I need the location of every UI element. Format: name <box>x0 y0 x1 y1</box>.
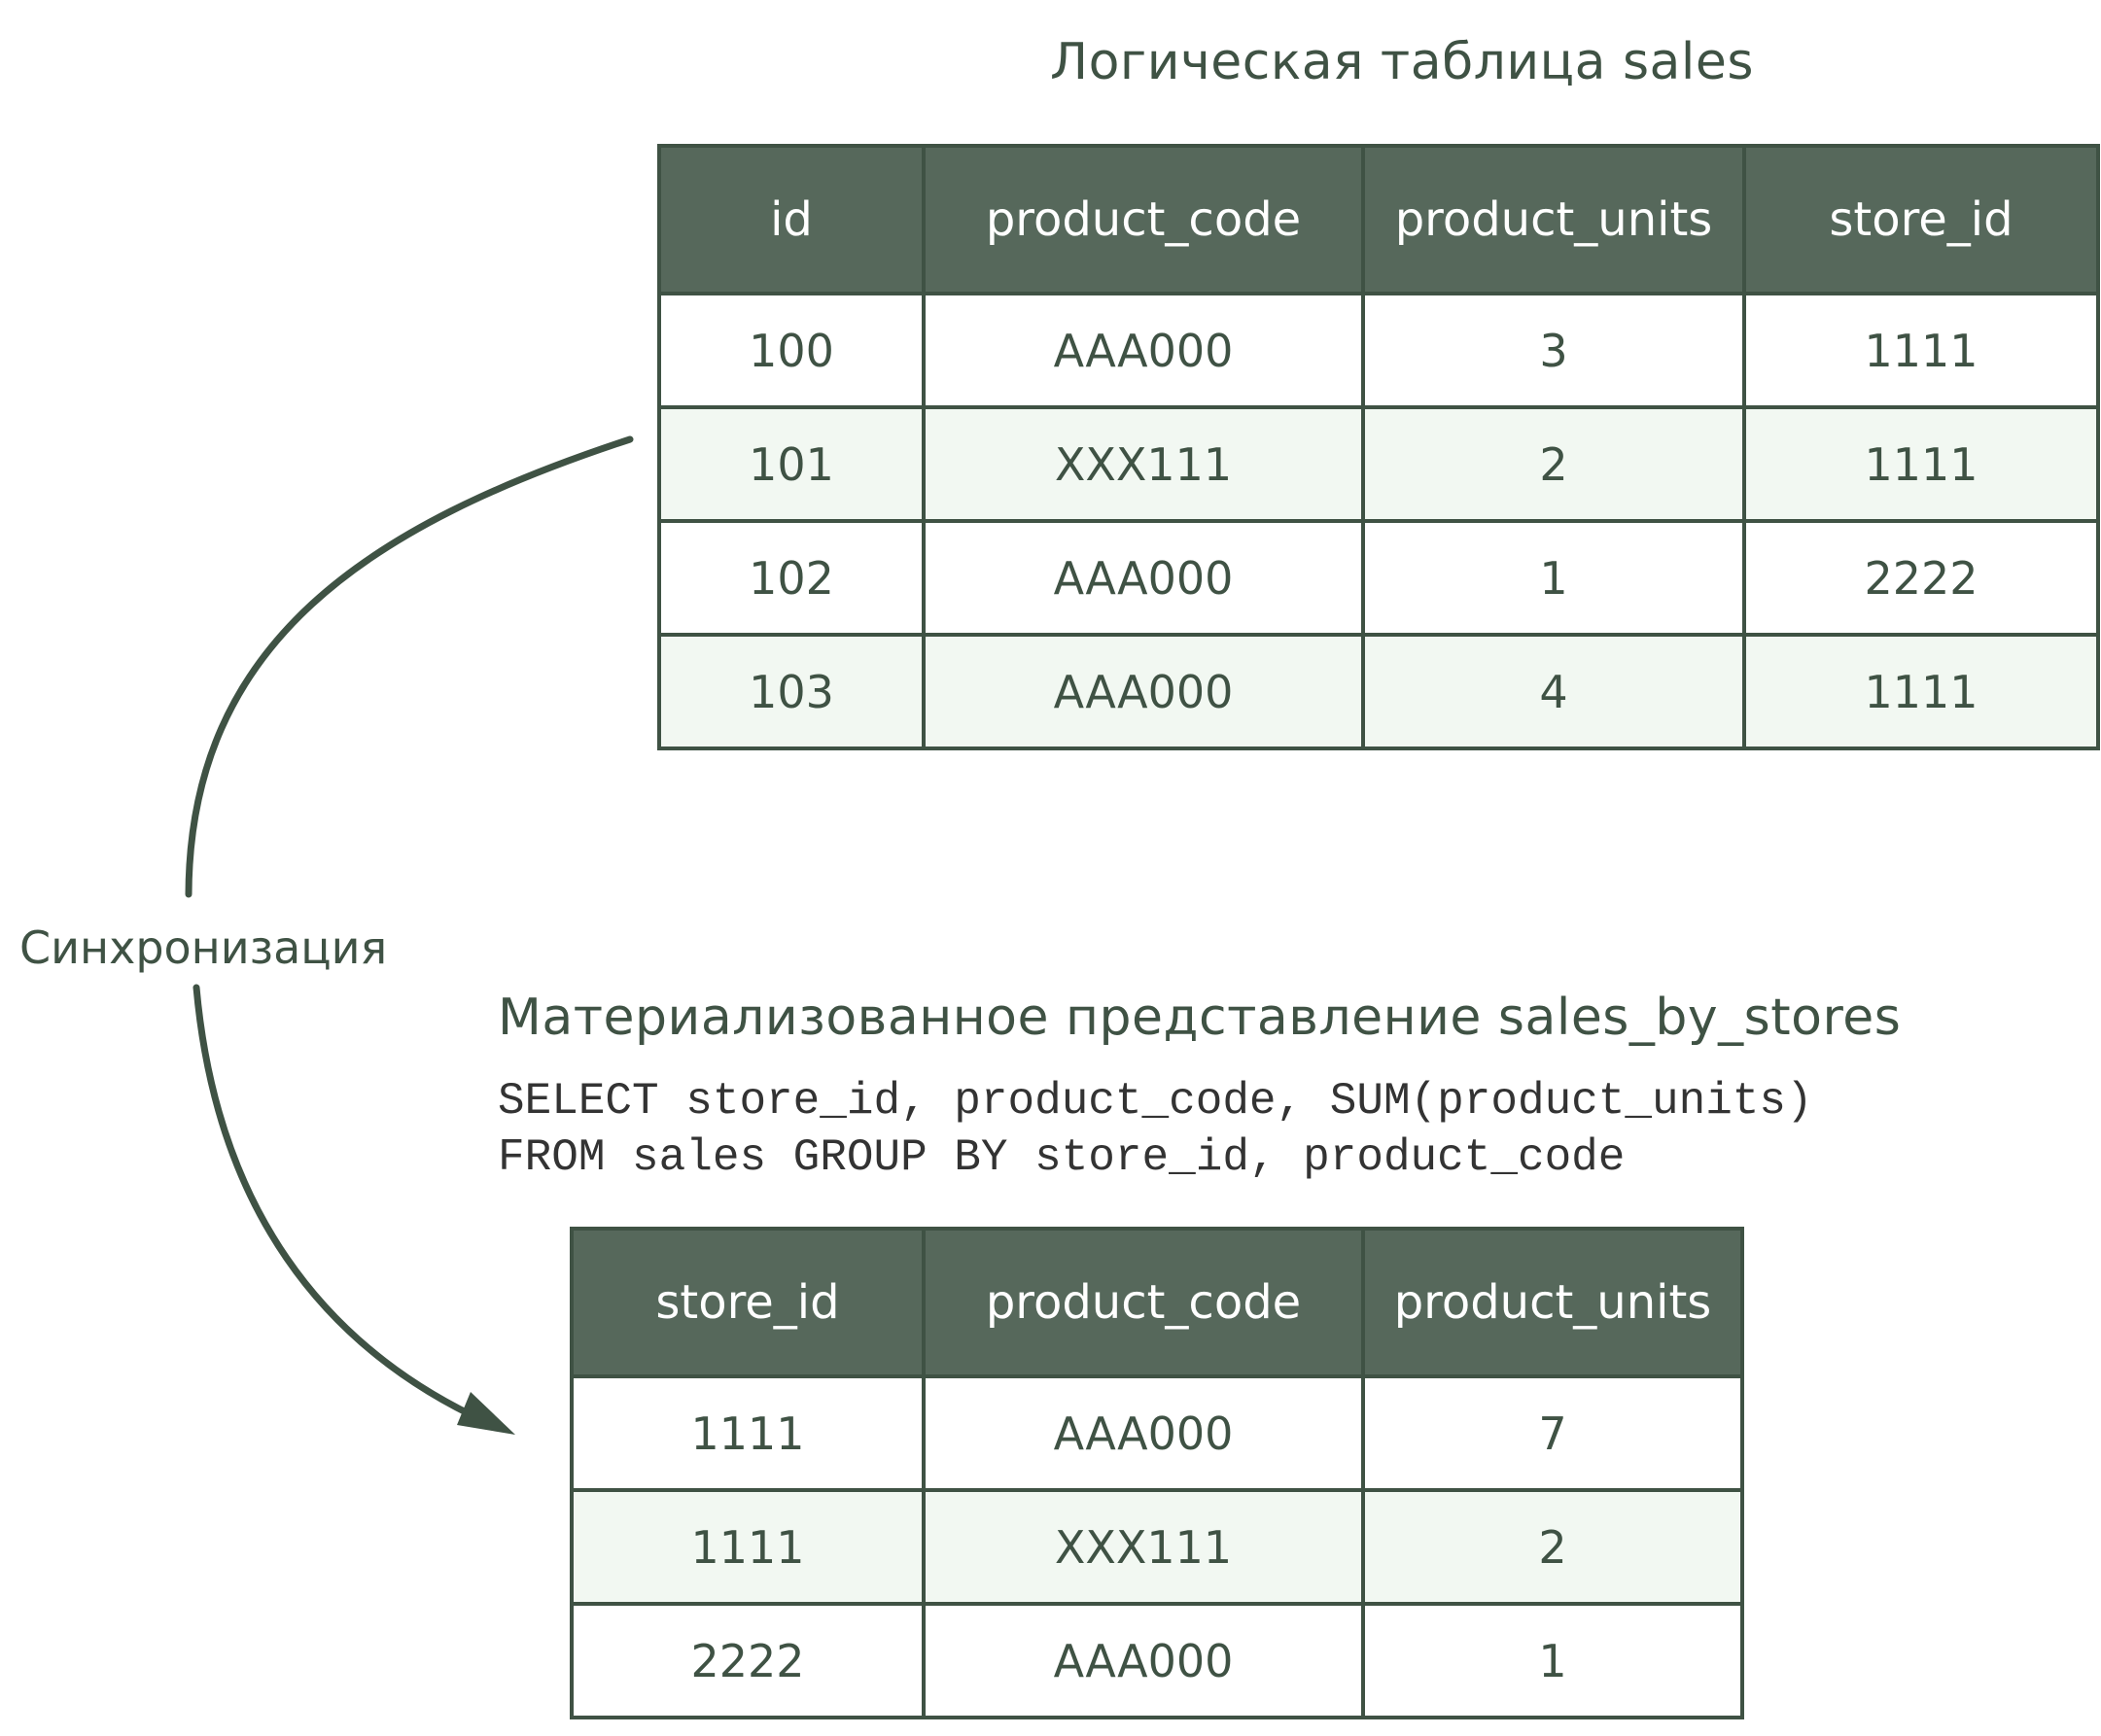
table-row: 103 AAA000 4 1111 <box>657 633 2100 750</box>
sales-cell-store-id: 1111 <box>1742 633 2100 750</box>
table-row: 1111 XXX111 2 <box>570 1488 1744 1606</box>
mv-cell-product-code: AAA000 <box>922 1374 1365 1492</box>
sales-table-header-row: id product_code product_units store_id <box>657 144 2100 295</box>
mv-cell-product-code: XXX111 <box>922 1488 1365 1606</box>
mv-cell-product-units: 2 <box>1361 1488 1744 1606</box>
sales-cell-product-units: 3 <box>1361 292 1746 409</box>
sales-header-store-id: store_id <box>1742 144 2100 295</box>
sales-cell-product-units: 2 <box>1361 405 1746 523</box>
mv-header-product-code: product_code <box>922 1227 1365 1378</box>
mv-cell-store-id: 2222 <box>570 1602 926 1719</box>
sales-table: id product_code product_units store_id 1… <box>657 144 2100 750</box>
sales-cell-product-units: 1 <box>1361 519 1746 637</box>
sales-header-product-code: product_code <box>922 144 1365 295</box>
sales-cell-product-code: AAA000 <box>922 519 1365 637</box>
sales-cell-store-id: 1111 <box>1742 405 2100 523</box>
sales-cell-store-id: 1111 <box>1742 292 2100 409</box>
sales-header-id: id <box>657 144 926 295</box>
table-row: 101 XXX111 2 1111 <box>657 405 2100 523</box>
sync-arrowhead-icon <box>457 1392 515 1435</box>
table-row: 1111 AAA000 7 <box>570 1374 1744 1492</box>
sales-cell-id: 101 <box>657 405 926 523</box>
table-row: 100 AAA000 3 1111 <box>657 292 2100 409</box>
sales-cell-product-units: 4 <box>1361 633 1746 750</box>
sales-cell-store-id: 2222 <box>1742 519 2100 637</box>
mv-cell-store-id: 1111 <box>570 1374 926 1492</box>
mv-header-store-id: store_id <box>570 1227 926 1378</box>
mv-cell-store-id: 1111 <box>570 1488 926 1606</box>
sql-line: FROM sales GROUP BY store_id, product_co… <box>498 1132 1626 1183</box>
materialized-view-table: store_id product_code product_units 1111… <box>570 1227 1744 1719</box>
sales-cell-id: 102 <box>657 519 926 637</box>
sales-table-title: Логическая таблица sales <box>1050 33 1754 91</box>
sales-cell-id: 100 <box>657 292 926 409</box>
sync-arrow-lower-curve <box>193 984 490 1426</box>
sales-header-product-units: product_units <box>1361 144 1746 295</box>
mv-table-header-row: store_id product_code product_units <box>570 1227 1744 1378</box>
mv-cell-product-units: 7 <box>1361 1374 1744 1492</box>
table-row: 102 AAA000 1 2222 <box>657 519 2100 637</box>
sales-cell-product-code: AAA000 <box>922 292 1365 409</box>
materialized-view-sql: SELECT store_id, product_code, SUM(produ… <box>498 1073 1813 1186</box>
sync-arrow-upper-curve <box>185 435 634 898</box>
table-row: 2222 AAA000 1 <box>570 1602 1744 1719</box>
mv-cell-product-code: AAA000 <box>922 1602 1365 1719</box>
sql-line: SELECT store_id, product_code, SUM(produ… <box>498 1076 1813 1127</box>
sync-label: Синхронизация <box>19 921 388 974</box>
materialized-view-title: Материализованное представление sales_by… <box>498 989 1902 1047</box>
sales-cell-id: 103 <box>657 633 926 750</box>
sales-cell-product-code: XXX111 <box>922 405 1365 523</box>
sales-cell-product-code: AAA000 <box>922 633 1365 750</box>
mv-header-product-units: product_units <box>1361 1227 1744 1378</box>
mv-cell-product-units: 1 <box>1361 1602 1744 1719</box>
